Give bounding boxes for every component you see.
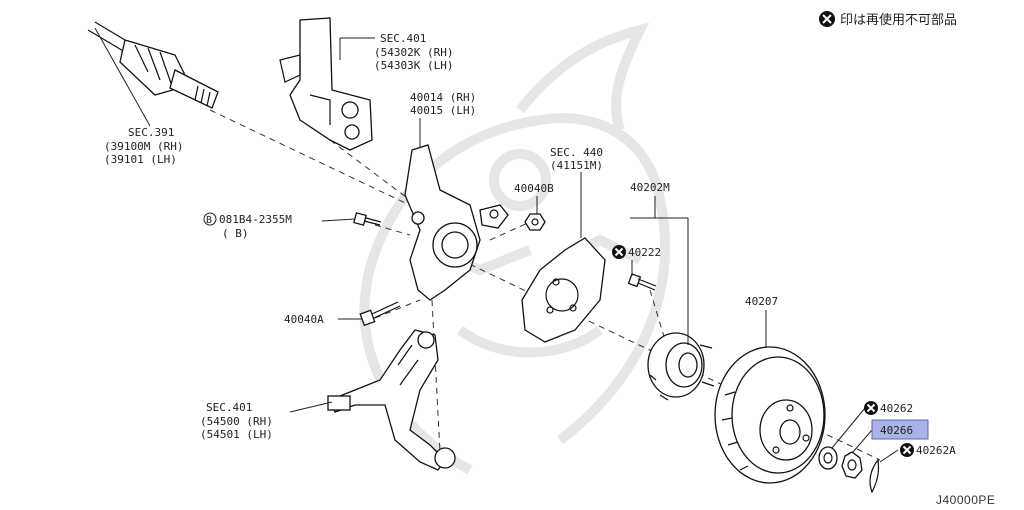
hub-nut-40262 bbox=[818, 446, 838, 470]
bolt-40222 bbox=[627, 273, 657, 291]
bolt-b081-qty: ( B) bbox=[222, 227, 249, 240]
bolt-40040a bbox=[359, 301, 401, 327]
cotter-pin-40262a bbox=[869, 458, 880, 494]
drive-shaft bbox=[87, 21, 219, 109]
label-40262a: 40262A bbox=[900, 443, 956, 457]
non-reusable-mark-icon bbox=[864, 401, 878, 415]
non-reusable-mark-icon bbox=[612, 245, 626, 259]
label-40040a: 40040A bbox=[284, 313, 324, 326]
label-40266[interactable]: 40266 bbox=[871, 419, 929, 440]
dust-shield bbox=[521, 237, 606, 343]
label-sec440: SEC. 440 (41151M) bbox=[550, 146, 603, 172]
nut-lock-40266 bbox=[841, 451, 863, 479]
label-knuckle: 40014 (RH) 40015 (LH) bbox=[410, 91, 476, 117]
nut-40040b bbox=[524, 213, 546, 231]
sec401-arm-rh: (54500 (RH) bbox=[200, 415, 273, 428]
label-40262: 40262 bbox=[864, 401, 913, 415]
sec401-strut-lh: (54303K (LH) bbox=[374, 59, 453, 72]
bolt-b081-main: 081B4-2355M bbox=[219, 213, 292, 226]
legend: 印は再使用不可部品 bbox=[819, 11, 957, 28]
label-bolt-b081: B 081B4-2355M ( B) bbox=[203, 212, 292, 240]
nut-40262-text: 40262 bbox=[880, 402, 913, 415]
knuckle-lh: 40015 (LH) bbox=[410, 104, 476, 117]
bolt-b081 bbox=[353, 212, 382, 226]
label-sec401-arm: SEC.401 (54500 (RH) (54501 (LH) bbox=[200, 401, 273, 441]
b-circle-icon bbox=[203, 212, 217, 226]
sec440-sub: (41151M) bbox=[550, 159, 603, 172]
lower-control-arm bbox=[327, 329, 456, 471]
non-reusable-mark-icon bbox=[819, 11, 835, 27]
sec440-sec: SEC. 440 bbox=[550, 146, 603, 159]
label-sec391: SEC.391 (39100M (RH) (39101 (LH) bbox=[104, 126, 183, 166]
label-40222: 40222 bbox=[612, 245, 661, 259]
hub-bearing bbox=[647, 332, 715, 401]
sec391-lh: (39101 (LH) bbox=[104, 153, 177, 166]
sec391-sec: SEC.391 bbox=[128, 126, 174, 139]
steering-knuckle bbox=[404, 144, 509, 301]
drawing-code: J40000PE bbox=[936, 493, 995, 507]
brake-rotor bbox=[714, 346, 826, 484]
highlight-box bbox=[871, 419, 929, 440]
b-circle-letter: B bbox=[206, 215, 212, 226]
label-40040b: 40040B bbox=[514, 182, 554, 195]
legend-text: 印は再使用不可部品 bbox=[840, 12, 957, 28]
label-40207: 40207 bbox=[745, 295, 778, 308]
bolt-40222-text: 40222 bbox=[628, 246, 661, 259]
strut-bracket bbox=[279, 17, 373, 151]
sec401-arm-sec: SEC.401 bbox=[206, 401, 252, 414]
label-40202m: 40202M bbox=[630, 181, 670, 194]
sec401-strut-rh: (54302K (RH) bbox=[374, 46, 453, 59]
non-reusable-mark-icon bbox=[900, 443, 914, 457]
knuckle-rh: 40014 (RH) bbox=[410, 91, 476, 104]
sec401-arm-lh: (54501 (LH) bbox=[200, 428, 273, 441]
lock-40266-text: 40266 bbox=[880, 424, 913, 437]
sec401-strut-sec: SEC.401 bbox=[380, 32, 426, 45]
leader-lines bbox=[94, 27, 899, 463]
sec391-rh: (39100M (RH) bbox=[104, 140, 183, 153]
label-sec401-strut: SEC.401 (54302K (RH) (54303K (LH) bbox=[374, 32, 453, 72]
pin-40262a-text: 40262A bbox=[916, 444, 956, 457]
